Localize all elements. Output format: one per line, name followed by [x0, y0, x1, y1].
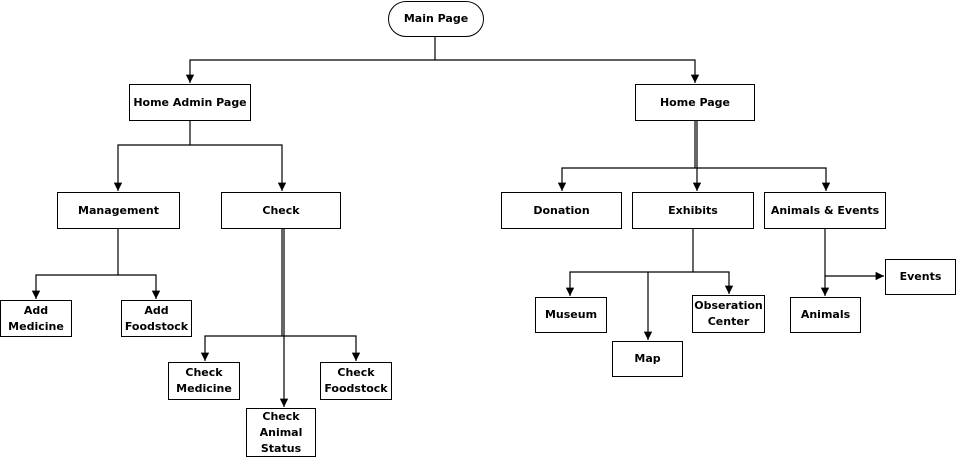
node-label-line: Main Page: [403, 12, 469, 25]
edge-home-admin-to-check: [190, 144, 287, 191]
node-label-line: Home Page: [659, 95, 731, 109]
node-label: Management: [78, 203, 159, 219]
edge-management-to-add-foodstock: [118, 274, 161, 299]
node-label-line: Home Admin Page: [133, 95, 247, 109]
node-label: Check: [262, 203, 299, 219]
node-label-line: Museum: [544, 308, 598, 321]
node-label-line: Animals: [800, 308, 851, 321]
node-label: Events: [900, 269, 942, 285]
node-management: Management: [57, 192, 180, 229]
node-label-line: Check: [262, 203, 300, 217]
node-label-line: Exhibits: [668, 203, 718, 217]
node-label-line: Management: [78, 203, 159, 217]
node-label-line: Events: [899, 270, 942, 283]
node-label-line: Foodstock: [324, 382, 388, 395]
node-label: Map: [634, 351, 660, 367]
node-label: Donation: [533, 203, 589, 219]
node-label-line: Add: [144, 303, 169, 317]
edge-exhibits-to-observation-center: [693, 271, 734, 294]
edge-check-to-check-foodstock: [282, 335, 361, 361]
node-museum: Museum: [535, 297, 607, 333]
node-label-line: Check: [262, 409, 300, 423]
node-label-line: Check: [337, 366, 375, 379]
node-check: Check: [221, 192, 341, 229]
node-home-page: Home Page: [635, 84, 755, 121]
edge-main-page-to-home-page: [435, 59, 700, 83]
node-home-admin-page: Home Admin Page: [129, 84, 251, 121]
node-label: Home Page: [660, 95, 730, 111]
node-label-line: Animals & Events: [770, 203, 880, 217]
node-label: Animals: [801, 307, 850, 323]
node-label: Exhibits: [668, 203, 718, 219]
edge-main-page-to-home-admin-page: [185, 37, 436, 83]
node-animals-events: Animals & Events: [764, 192, 886, 229]
node-label-line: Status: [260, 441, 302, 455]
node-label-line: Medicine: [176, 382, 232, 395]
edge-home-page-to-animals-events: [695, 167, 831, 191]
node-label-line: Check: [185, 366, 223, 379]
edge-animals-events-to-events: [824, 229, 884, 281]
node-events: Events: [885, 259, 956, 295]
edge-home-page-to-donation: [557, 121, 696, 191]
node-label: Main Page: [404, 11, 468, 27]
node-donation: Donation: [501, 192, 622, 229]
node-label-line: Obseration: [694, 299, 763, 312]
node-label-line: Foodstock: [124, 319, 189, 333]
node-animals: Animals: [790, 297, 861, 333]
node-label: Museum: [545, 307, 597, 323]
node-label-line: Medicine: [8, 319, 64, 333]
edge-management-to-add-medicine: [31, 229, 119, 299]
node-label-line: Animal: [259, 425, 303, 439]
node-label-line: Donation: [533, 203, 590, 217]
edge-home-admin-to-management: [113, 121, 191, 191]
node-label: Animals & Events: [771, 203, 879, 219]
node-label-line: Add: [23, 303, 49, 317]
node-exhibits: Exhibits: [632, 192, 754, 229]
node-label: Home Admin Page: [133, 95, 246, 111]
edge-check-to-check-medicine: [200, 229, 283, 361]
node-main-page: Main Page: [388, 1, 484, 37]
node-map: Map: [612, 341, 683, 377]
edge-exhibits-to-museum: [565, 229, 694, 296]
node-label-line: Center: [707, 315, 750, 328]
node-label-line: Map: [634, 352, 661, 365]
